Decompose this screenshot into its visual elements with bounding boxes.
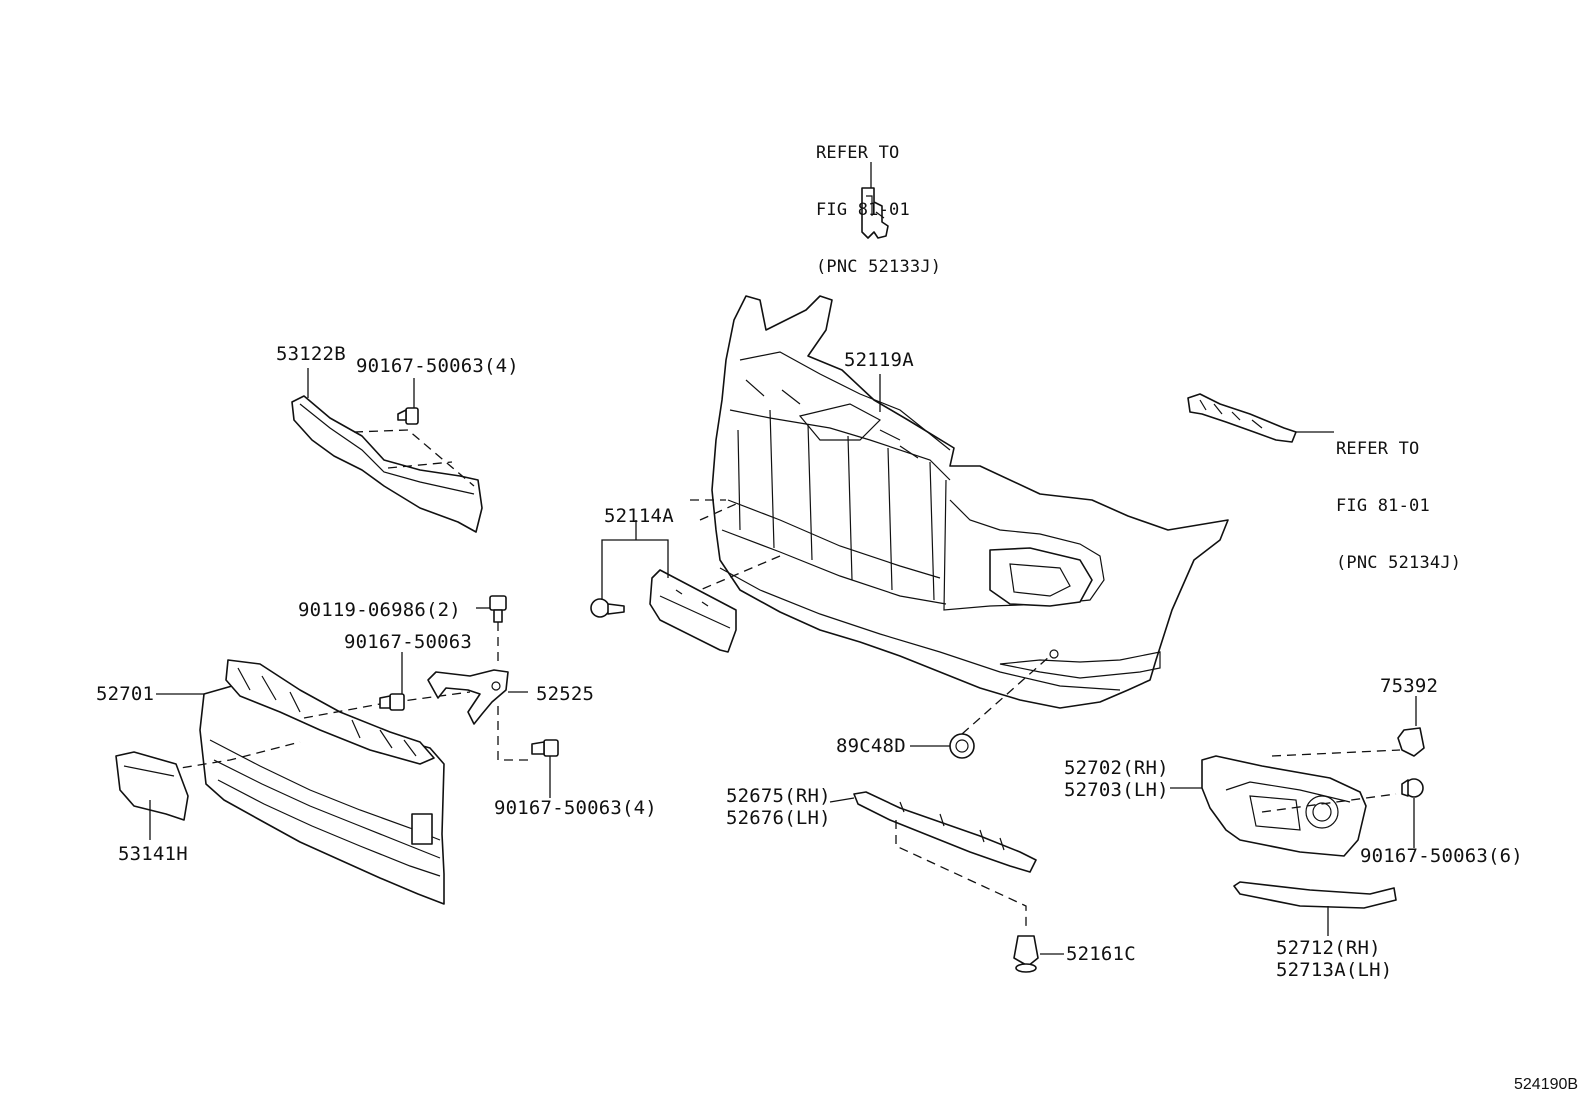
part-label-52701[interactable]: 52701 (96, 683, 155, 705)
fog-housing-icon[interactable] (1201, 755, 1367, 857)
license-bracket-icon[interactable] (649, 569, 737, 653)
ref-line: FIG 81-01 (1336, 496, 1430, 516)
part-label-90167-50063-4a[interactable]: 90167-50063(4) (356, 355, 519, 377)
part-label-52702[interactable]: 52702(RH) (1064, 757, 1169, 779)
dash-89C48D (961, 655, 1051, 735)
part-label-52713A[interactable]: 52713A(LH) (1276, 959, 1393, 981)
lamp-trim-icon[interactable] (1233, 881, 1397, 909)
part-label-53122B[interactable]: 53122B (276, 343, 346, 365)
part-label-52712[interactable]: 52712(RH) (1276, 937, 1381, 959)
dash-molding (353, 429, 475, 487)
grille-icon[interactable] (199, 659, 445, 905)
part-label-52703[interactable]: 52703(LH) (1064, 779, 1169, 801)
part-label-52525[interactable]: 52525 (536, 683, 595, 705)
molding-upper-icon[interactable] (291, 395, 483, 533)
ref-line: FIG 81-01 (816, 200, 910, 220)
part-label-52676[interactable]: 52676(LH) (726, 807, 831, 829)
bracket-side-icon[interactable] (1187, 393, 1297, 443)
dash-90167-4b (497, 706, 532, 761)
retainer-icon[interactable] (853, 791, 1037, 873)
part-label-53141H[interactable]: 53141H (118, 843, 188, 865)
part-label-52119A[interactable]: 52119A (844, 349, 914, 371)
part-label-90167-50063-6[interactable]: 90167-50063(6) (1360, 845, 1523, 867)
ref-line: REFER TO (1336, 439, 1420, 459)
pushpin-icon[interactable] (1013, 935, 1039, 973)
reference-note-top: REFER TO FIG 81-01 (PNC 52133J) (816, 106, 941, 296)
bolt-icon[interactable] (1401, 778, 1424, 798)
dash-retainer (895, 820, 1027, 930)
figure-id: 524190B (1514, 1076, 1579, 1093)
clip-icon[interactable] (1397, 727, 1425, 757)
part-label-52114A[interactable]: 52114A (604, 505, 674, 527)
bolt-icon[interactable] (397, 407, 419, 425)
bolt-icon[interactable] (531, 739, 559, 757)
bolt-icon[interactable] (379, 693, 405, 711)
ref-line: (PNC 52133J) (816, 257, 942, 277)
dash-fog (1261, 749, 1401, 813)
part-label-52675[interactable]: 52675(RH) (726, 785, 831, 807)
part-label-52161C[interactable]: 52161C (1066, 943, 1136, 965)
ref-line: (PNC 52134J) (1336, 553, 1462, 573)
part-label-90167-50063[interactable]: 90167-50063 (344, 631, 473, 653)
bolt-icon[interactable] (590, 598, 625, 618)
dash-license (690, 499, 781, 591)
part-label-90167-50063-4b[interactable]: 90167-50063(4) (494, 797, 657, 819)
clip-icon[interactable] (949, 733, 975, 759)
part-label-89C48D[interactable]: 89C48D (836, 735, 906, 757)
leader-52675 (829, 797, 855, 803)
bolt-icon[interactable] (489, 595, 507, 623)
leader-52114A (601, 539, 669, 578)
bracket-top-icon[interactable] (861, 187, 889, 239)
support-bracket-icon[interactable] (427, 669, 509, 725)
part-label-90119-06986[interactable]: 90119-06986(2) (298, 599, 461, 621)
reference-note-right: REFER TO FIG 81-01 (PNC 52134J) (1336, 402, 1461, 592)
bumper-cover-icon[interactable] (711, 295, 1229, 709)
part-label-75392[interactable]: 75392 (1380, 675, 1439, 697)
ref-line: REFER TO (816, 143, 900, 163)
end-cap-icon[interactable] (115, 751, 189, 821)
